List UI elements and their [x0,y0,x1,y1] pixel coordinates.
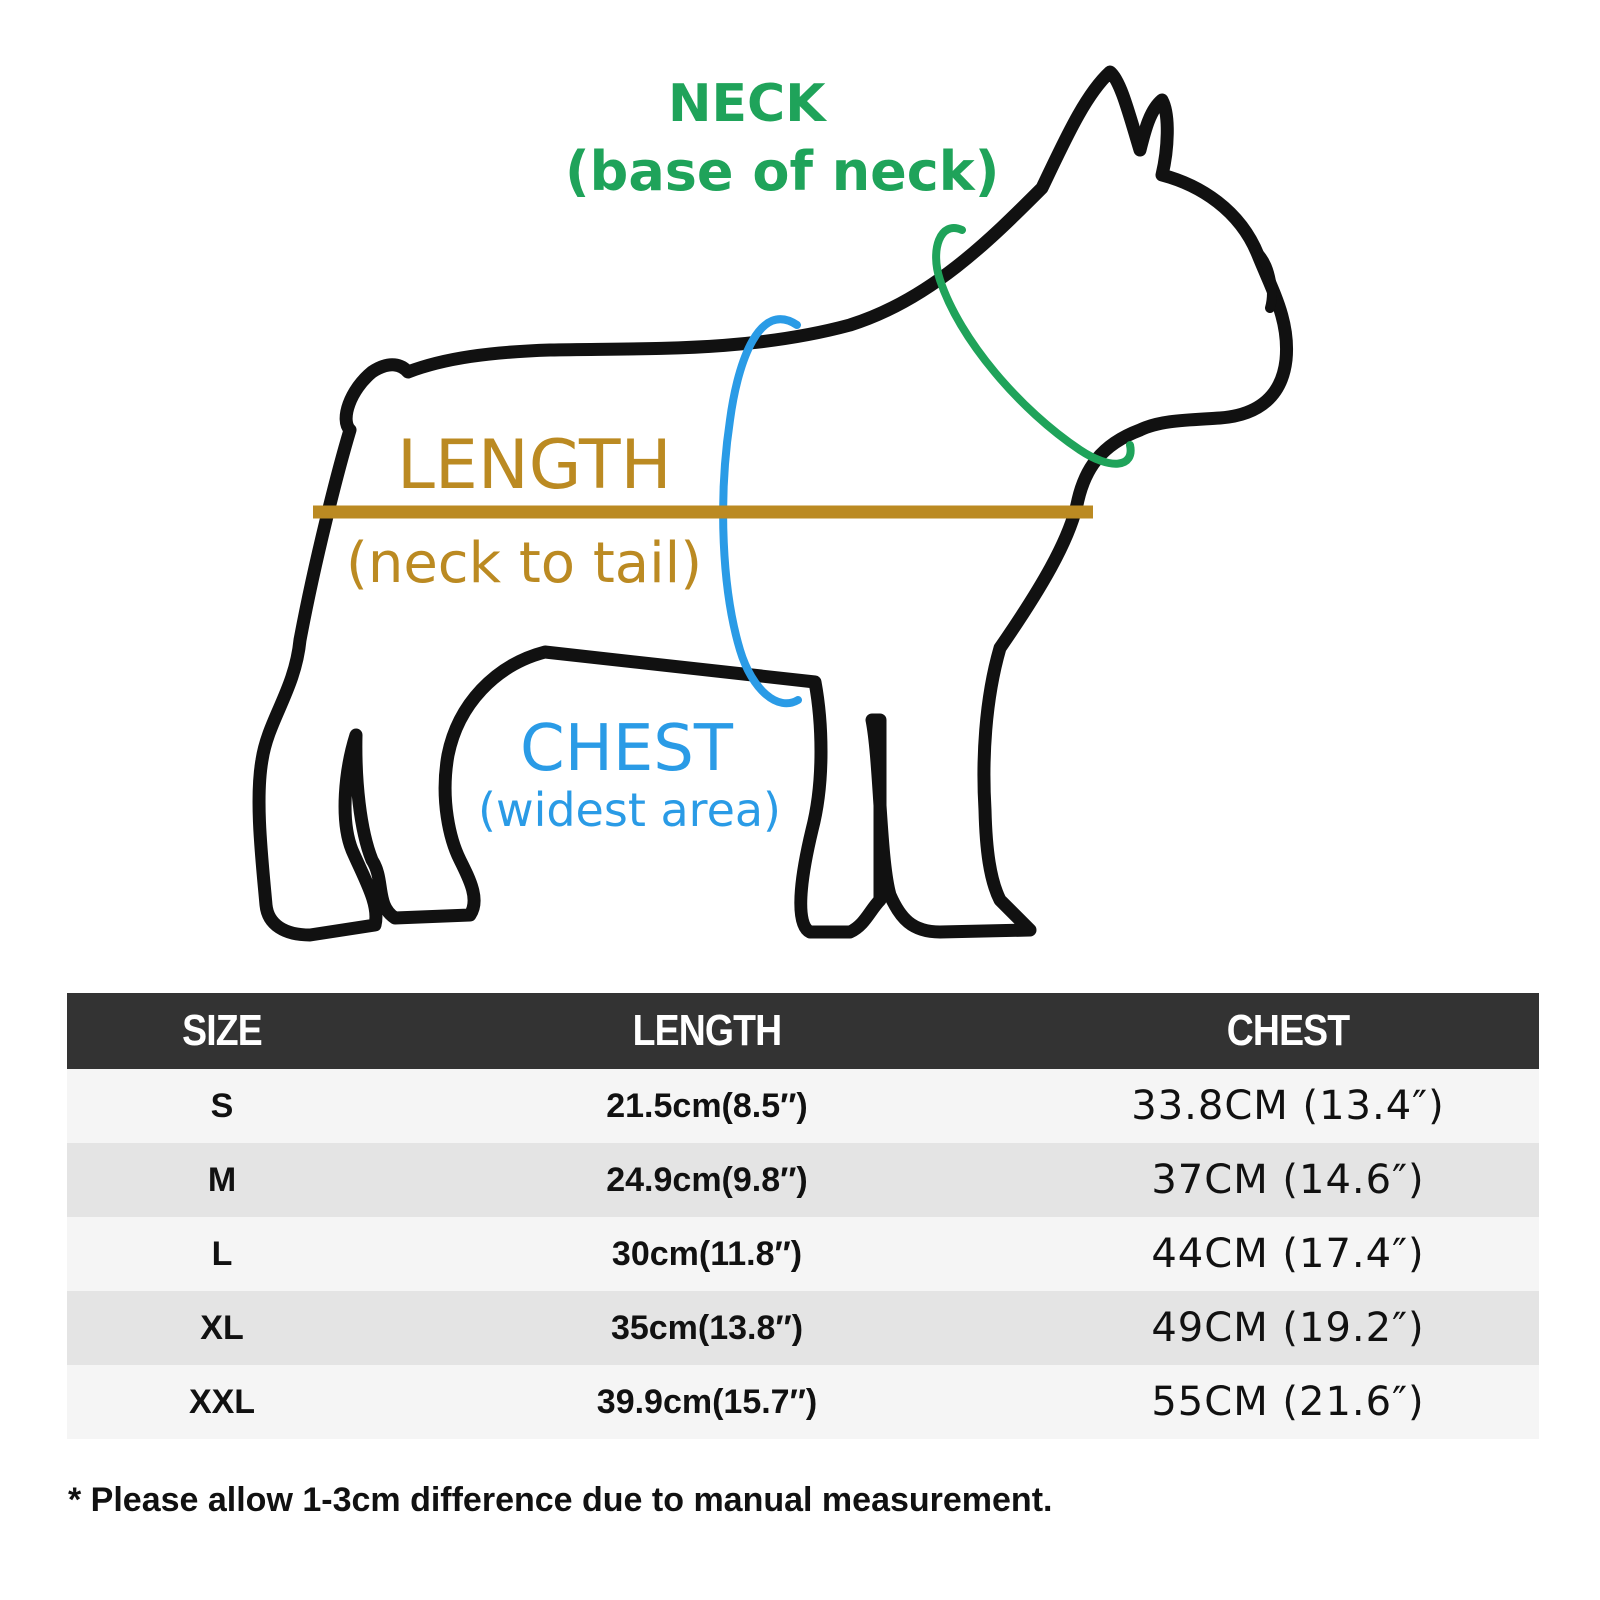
dog-outline-icon [252,65,1294,942]
neck-sublabel: (base of neck) [565,140,1000,203]
length-cell: 24.9cm(9.8″) [606,1160,808,1199]
chest-sublabel: (widest area) [478,783,781,837]
table-row: XXL 39.9cm(15.7″) 55CM (21.6″) [67,1365,1539,1439]
size-cell: M [207,1160,237,1199]
length-label: LENGTH [397,426,672,505]
table-row: M 24.9cm(9.8″) 37CM (14.6″) [67,1143,1539,1217]
chest-cell: 37CM (14.6″) [1151,1157,1425,1203]
table-row: XL 35cm(13.8″) 49CM (19.2″) [67,1291,1539,1365]
length-cell: 21.5cm(8.5″) [606,1086,808,1125]
size-cell: XL [200,1308,244,1347]
dog-body-outline [252,65,1294,942]
neck-label: NECK [668,74,826,134]
table-header-row: SIZE LENGTH CHEST [67,993,1539,1069]
chest-cell: 55CM (21.6″) [1151,1379,1425,1425]
size-cell: S [210,1086,234,1125]
table-row: S 21.5cm(8.5″) 33.8CM (13.4″) [67,1069,1539,1143]
size-cell: L [211,1234,233,1273]
chest-label: CHEST [520,712,733,786]
size-cell: XXL [188,1382,256,1421]
length-cell: 30cm(11.8″) [611,1234,803,1273]
chest-cell: 49CM (19.2″) [1151,1305,1425,1351]
header-size: SIZE [182,1006,263,1055]
length-cell: 35cm(13.8″) [610,1308,804,1347]
dog-ear-outline [1250,245,1277,313]
size-chart-table: SIZE LENGTH CHEST S 21.5cm(8.5″) 33.8CM … [67,993,1539,1439]
length-sublabel: (neck to tail) [346,531,703,596]
header-length: LENGTH [632,1006,783,1055]
chest-cell: 33.8CM (13.4″) [1131,1083,1445,1129]
measurement-diagram: NECK (base of neck) LENGTH (neck to tail… [252,65,1294,942]
chest-cell: 44CM (17.4″) [1151,1231,1425,1277]
header-chest: CHEST [1226,1006,1350,1055]
measurement-note: * Please allow 1-3cm difference due to m… [68,1481,1053,1519]
table-row: L 30cm(11.8″) 44CM (17.4″) [67,1217,1539,1291]
length-cell: 39.9cm(15.7″) [596,1382,818,1421]
neck-measure-loop [932,224,1135,468]
